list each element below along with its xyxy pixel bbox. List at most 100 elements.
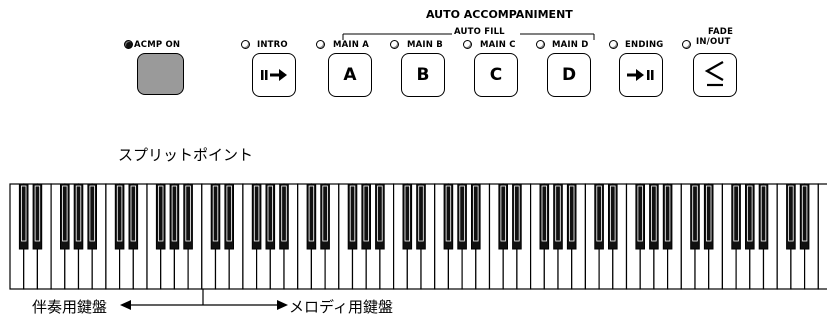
ending-button[interactable]: [619, 53, 663, 97]
black-key-highlight: [596, 185, 602, 242]
black-key[interactable]: [799, 183, 810, 250]
black-key[interactable]: [758, 183, 769, 250]
black-key[interactable]: [745, 183, 755, 250]
main-c-label: MAIN C: [480, 40, 516, 50]
black-key[interactable]: [635, 183, 646, 250]
black-key-highlight: [651, 185, 657, 242]
black-key[interactable]: [224, 183, 234, 250]
black-key[interactable]: [566, 183, 577, 250]
acmp-led: [124, 40, 133, 49]
main-a-button[interactable]: A: [328, 53, 372, 97]
black-key-highlight: [637, 185, 643, 242]
main-b-letter: B: [416, 65, 430, 85]
main-c-button[interactable]: C: [474, 53, 518, 97]
main-d-button[interactable]: D: [547, 53, 591, 97]
fade-label-line2: IN/OUT: [696, 37, 731, 47]
white-key[interactable]: [817, 183, 827, 290]
black-key-highlight: [801, 185, 808, 242]
black-key-highlight: [171, 185, 178, 242]
black-key[interactable]: [279, 183, 289, 250]
black-key[interactable]: [594, 183, 604, 250]
black-key-highlight: [130, 185, 136, 242]
black-key[interactable]: [553, 183, 563, 250]
fade-in-out-button[interactable]: [693, 53, 737, 97]
black-key-highlight: [610, 185, 616, 242]
intro-button[interactable]: [252, 53, 296, 97]
black-key[interactable]: [18, 183, 29, 250]
black-key-highlight: [62, 185, 68, 242]
black-key[interactable]: [320, 183, 330, 250]
black-key-highlight: [89, 185, 95, 242]
black-key[interactable]: [498, 183, 508, 250]
main-b-led: [390, 40, 399, 49]
black-key[interactable]: [183, 183, 193, 250]
black-key[interactable]: [169, 183, 180, 250]
black-key-highlight: [308, 185, 315, 242]
black-key-highlight: [349, 185, 356, 242]
black-key[interactable]: [690, 183, 700, 250]
black-key-highlight: [706, 185, 712, 242]
main-a-led: [316, 40, 325, 49]
black-key-highlight: [692, 185, 698, 242]
auto-fill-bracket: [342, 33, 595, 40]
split-point-label: スプリットポイント: [118, 146, 254, 164]
black-key[interactable]: [155, 183, 166, 250]
black-key[interactable]: [443, 183, 454, 250]
black-key[interactable]: [210, 183, 221, 250]
black-key[interactable]: [512, 183, 522, 250]
black-key-highlight: [226, 185, 232, 242]
black-key-highlight: [747, 185, 753, 242]
black-key[interactable]: [471, 183, 481, 250]
black-key[interactable]: [60, 183, 70, 250]
black-key-highlight: [760, 185, 767, 242]
acmp-on-button[interactable]: [137, 53, 184, 95]
black-key-highlight: [157, 185, 164, 242]
black-key[interactable]: [361, 183, 371, 250]
black-key[interactable]: [457, 183, 467, 250]
black-key[interactable]: [402, 183, 413, 250]
main-c-led: [463, 40, 472, 49]
black-key-highlight: [514, 185, 520, 242]
black-key[interactable]: [114, 183, 125, 250]
black-key-highlight: [75, 185, 82, 242]
black-key[interactable]: [265, 183, 276, 250]
black-key[interactable]: [786, 183, 796, 250]
black-key-highlight: [377, 185, 383, 242]
black-key-highlight: [404, 185, 410, 242]
black-key[interactable]: [608, 183, 618, 250]
black-key[interactable]: [251, 183, 262, 250]
black-key[interactable]: [662, 183, 673, 250]
black-key[interactable]: [306, 183, 317, 250]
black-key[interactable]: [375, 183, 385, 250]
intro-led: [241, 40, 250, 49]
black-key[interactable]: [128, 183, 139, 250]
fade-label-line1: FADE: [708, 27, 734, 37]
black-key-highlight: [34, 185, 41, 242]
auto-accompaniment-title: AUTO ACCOMPANIMENT: [426, 8, 573, 21]
black-key-highlight: [418, 185, 424, 242]
main-b-button[interactable]: B: [401, 53, 445, 97]
black-key[interactable]: [649, 183, 659, 250]
main-c-letter: C: [489, 65, 503, 85]
fade-icon: [704, 61, 724, 87]
black-key[interactable]: [731, 183, 741, 250]
black-key-highlight: [20, 185, 27, 242]
black-key[interactable]: [32, 183, 43, 250]
black-key[interactable]: [416, 183, 426, 250]
black-key[interactable]: [73, 183, 84, 250]
black-key[interactable]: [703, 183, 714, 250]
black-key-highlight: [569, 185, 575, 242]
black-key[interactable]: [347, 183, 358, 250]
black-key-highlight: [253, 185, 260, 242]
black-key-highlight: [322, 185, 328, 242]
main-a-letter: A: [343, 65, 357, 85]
main-d-led: [536, 40, 545, 49]
black-key[interactable]: [539, 183, 550, 250]
black-key[interactable]: [87, 183, 98, 250]
black-key-highlight: [473, 185, 479, 242]
main-b-label: MAIN B: [407, 40, 443, 50]
right-arrow-icon: [277, 300, 288, 310]
black-key-highlight: [185, 185, 191, 242]
black-key-highlight: [788, 185, 794, 242]
